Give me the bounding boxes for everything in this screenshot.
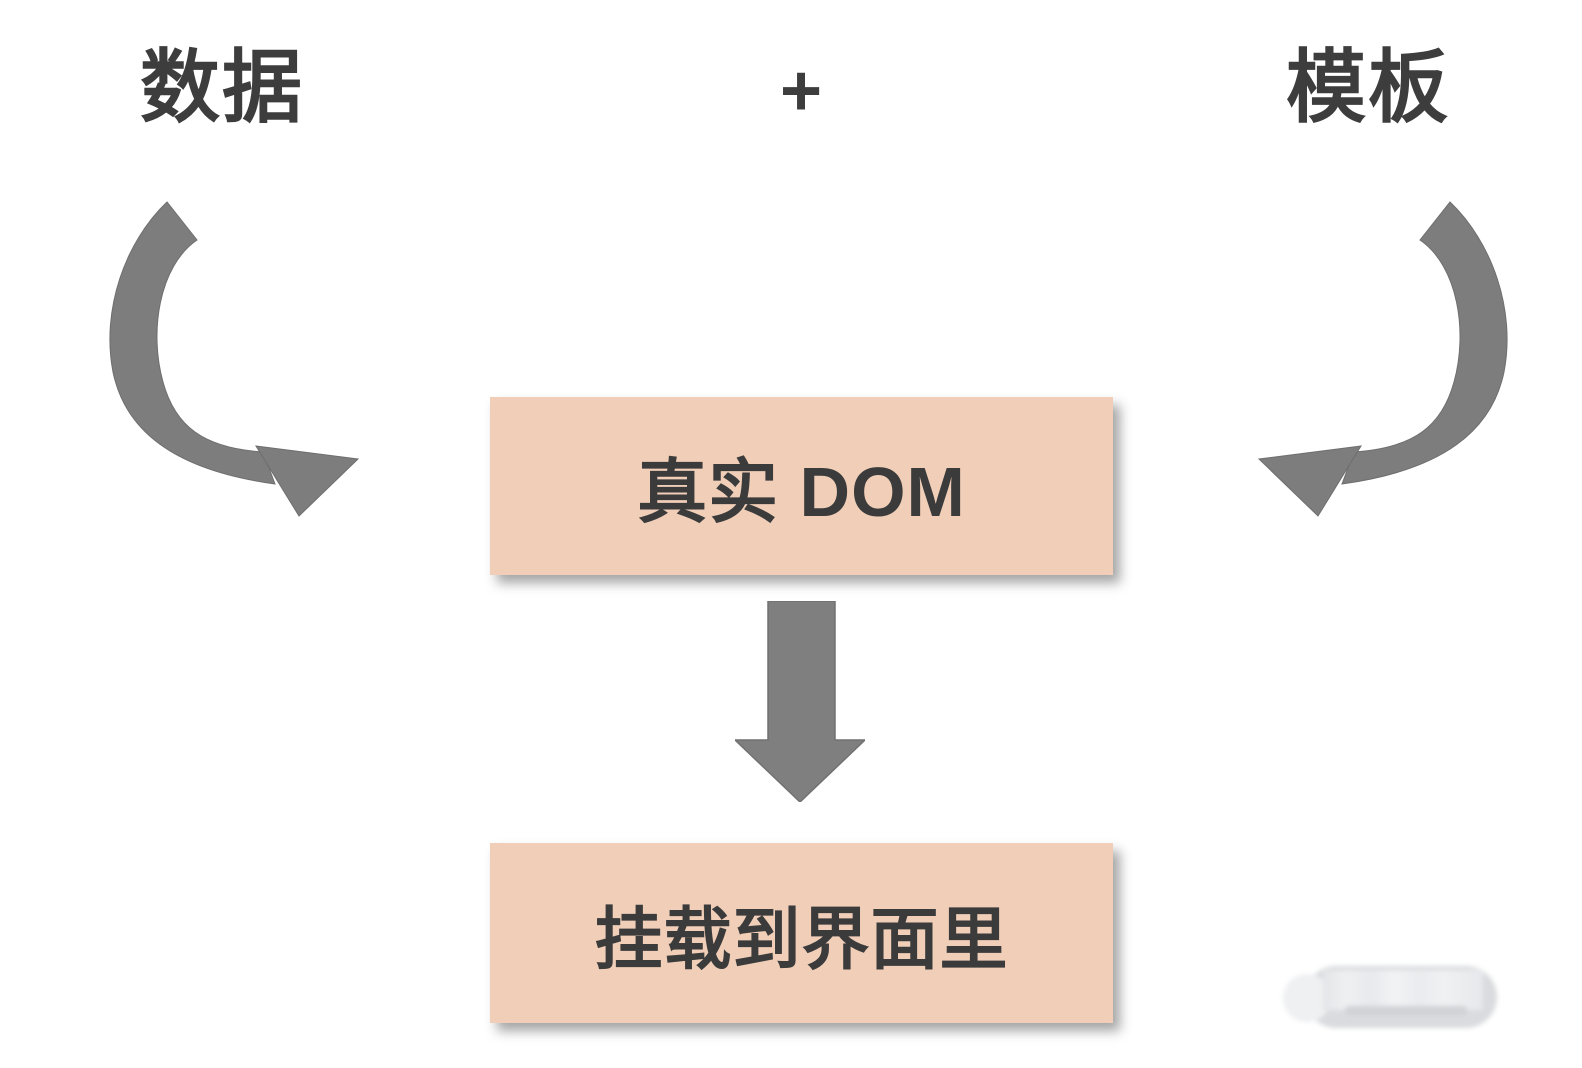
template-label: 模板 bbox=[1286, 43, 1450, 132]
block-arrow-down-icon bbox=[735, 601, 865, 802]
data-label: 数据 bbox=[140, 43, 304, 132]
real-dom-box-label: 真实 DOM bbox=[637, 452, 966, 531]
watermark-mark bbox=[1345, 1006, 1467, 1015]
mount-box-label: 挂载到界面里 bbox=[594, 901, 1009, 978]
real-dom-box: 真实 DOM bbox=[490, 397, 1113, 575]
watermark-mosaic bbox=[1323, 970, 1483, 1010]
curved-arrow-right-icon bbox=[1257, 201, 1508, 517]
mount-box: 挂载到界面里 bbox=[490, 843, 1113, 1023]
blurred-watermark bbox=[1283, 956, 1509, 1038]
plus-sign: + bbox=[779, 51, 823, 131]
curved-arrow-left-icon bbox=[109, 201, 360, 517]
